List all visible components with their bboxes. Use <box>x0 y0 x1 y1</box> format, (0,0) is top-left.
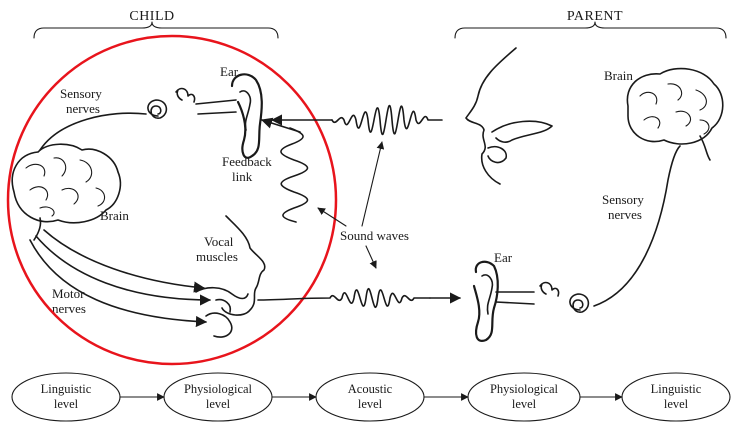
level-2-line-2: level <box>206 397 231 411</box>
motor-label-2: nerves <box>52 301 86 316</box>
level-5-line-2: level <box>664 397 689 411</box>
motor-nerve-1 <box>44 230 204 288</box>
parent-face-icon <box>466 48 552 184</box>
level-4-line-1: Physiological <box>490 382 559 396</box>
child-sensory-label-1: Sensory <box>60 86 102 101</box>
feedback-wave <box>281 128 308 222</box>
child-sensory-label-2: nerves <box>66 101 100 116</box>
level-5-line-1: Linguistic <box>651 382 702 396</box>
sound-pointer-left <box>318 208 346 226</box>
parent-brain-icon <box>627 69 722 160</box>
sound-pointer-down <box>366 246 376 268</box>
parent-ear-icon <box>474 262 588 341</box>
upper-sound-wave <box>332 106 442 135</box>
parent-ear-label: Ear <box>494 250 513 265</box>
motor-label-1: Motor <box>52 286 85 301</box>
child-ear-label: Ear <box>220 64 239 79</box>
vocal-label-1: Vocal <box>204 234 234 249</box>
child-brain-icon <box>12 144 120 240</box>
parent-brain-label: Brain <box>604 68 633 83</box>
parent-sensory-label-2: nerves <box>608 207 642 222</box>
vocal-label-2: muscles <box>196 249 238 264</box>
parent-brace <box>455 22 726 38</box>
lower-sound-wave <box>258 289 430 307</box>
sound-waves-label: Sound waves <box>340 228 409 243</box>
level-4-line-2: level <box>512 397 537 411</box>
level-1-line-2: level <box>54 397 79 411</box>
level-1-line-1: Linguistic <box>41 382 92 396</box>
level-3-line-1: Acoustic <box>348 382 393 396</box>
child-ear-icon <box>148 74 262 157</box>
feedback-label-2: link <box>232 169 253 184</box>
parent-sensory-label-1: Sensory <box>602 192 644 207</box>
level-2-line-1: Physiological <box>184 382 253 396</box>
parent-sensory-nerve <box>594 146 680 306</box>
child-brain-label: Brain <box>100 208 129 223</box>
sound-pointer-up <box>362 142 382 226</box>
level-3-line-2: level <box>358 397 383 411</box>
feedback-label-1: Feedback <box>222 154 272 169</box>
feedback-arrow <box>262 120 300 132</box>
level-row: Linguistic level Physiological level Aco… <box>12 373 730 421</box>
